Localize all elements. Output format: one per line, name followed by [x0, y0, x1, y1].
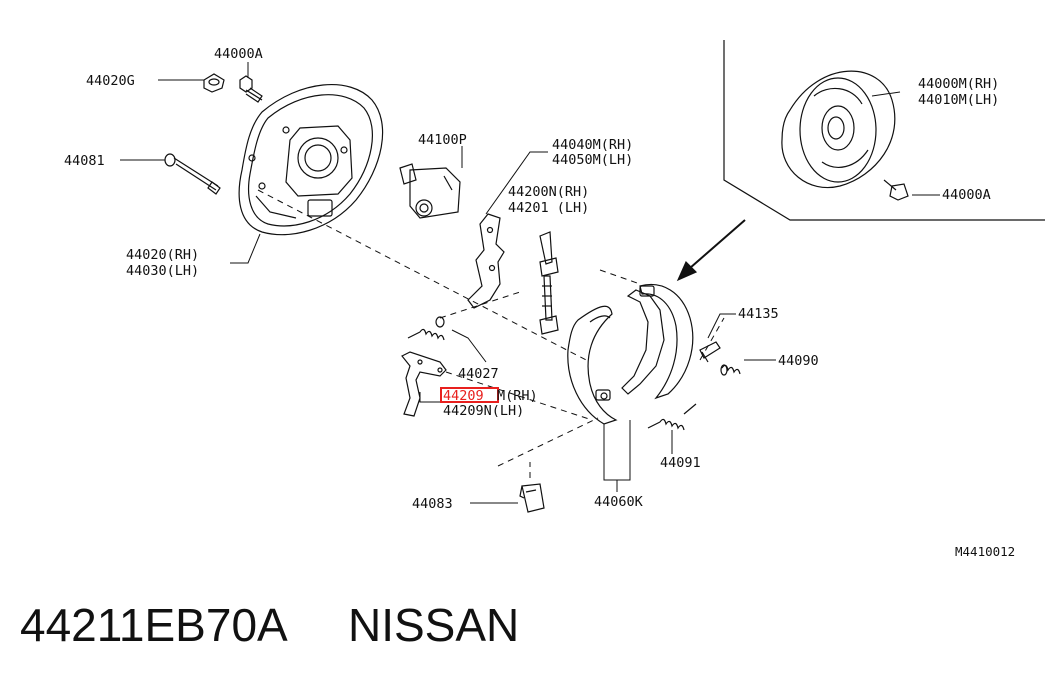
- adjuster-lever-drawing: [467, 213, 505, 309]
- label-44081[interactable]: 44081: [64, 153, 105, 169]
- label-44060K[interactable]: 44060K: [594, 494, 644, 510]
- spring-44091-drawing: [647, 403, 697, 431]
- label-44135[interactable]: 44135: [738, 306, 779, 322]
- diagram-code: M4410012: [955, 544, 1015, 559]
- label-44083[interactable]: 44083: [412, 496, 453, 512]
- brake-shoe-left-drawing: [567, 305, 618, 425]
- inset-frame: [723, 40, 1045, 221]
- label-44000A-right[interactable]: 44000A: [942, 187, 991, 203]
- bolt-44000A-drawing: [239, 75, 263, 103]
- part-labels: 44000A 44020G 44081 44100P 44020(RH) 440…: [64, 46, 1015, 559]
- part-number-title: 44211EB70A: [20, 599, 288, 651]
- label-44100P[interactable]: 44100P: [418, 132, 467, 148]
- highlight-box: [440, 387, 499, 403]
- label-44090[interactable]: 44090: [778, 353, 819, 369]
- clip-44083-drawing: [519, 483, 545, 513]
- label-44000M-rh[interactable]: 44000M(RH): [918, 76, 999, 92]
- bolt-44081-drawing: [164, 153, 221, 195]
- lever-44209-drawing: [401, 351, 447, 417]
- label-44200N-rh[interactable]: 44200N(RH): [508, 184, 589, 200]
- dashed-guides: [257, 189, 725, 478]
- label-44010M-lh[interactable]: 44010M(LH): [918, 92, 999, 108]
- label-44000A-top[interactable]: 44000A: [214, 46, 263, 62]
- brake-shoe-right-drawing: [621, 284, 694, 400]
- label-44201-lh[interactable]: 44201 (LH): [508, 200, 589, 216]
- label-44027[interactable]: 44027: [458, 366, 499, 382]
- label-44020G[interactable]: 44020G: [86, 73, 135, 89]
- leader-lines: [120, 62, 940, 504]
- label-44030-lh[interactable]: 44030(LH): [126, 263, 199, 279]
- spring-44027-drawing: [407, 316, 445, 341]
- adjuster-assembly-drawing: [539, 231, 559, 335]
- clip-44135-drawing: [699, 341, 721, 363]
- backing-plate-drawing: [238, 83, 384, 236]
- label-44209N-lh[interactable]: 44209N(LH): [443, 403, 524, 419]
- label-44209M-number[interactable]: 44209: [443, 388, 484, 404]
- label-44040M-rh[interactable]: 44040M(RH): [552, 137, 633, 153]
- label-44050M-lh[interactable]: 44050M(LH): [552, 152, 633, 168]
- inset-brake-assembly-drawing: [781, 70, 909, 201]
- brand-name: NISSAN: [348, 599, 520, 651]
- nut-44020G-drawing: [203, 73, 225, 93]
- direction-arrow: [676, 219, 746, 282]
- wheel-cylinder-drawing: [399, 163, 461, 219]
- label-44091[interactable]: 44091: [660, 455, 701, 471]
- spring-44090-drawing: [720, 364, 741, 376]
- label-44209M-suffix[interactable]: M(RH): [497, 388, 538, 404]
- label-44020-rh[interactable]: 44020(RH): [126, 247, 199, 263]
